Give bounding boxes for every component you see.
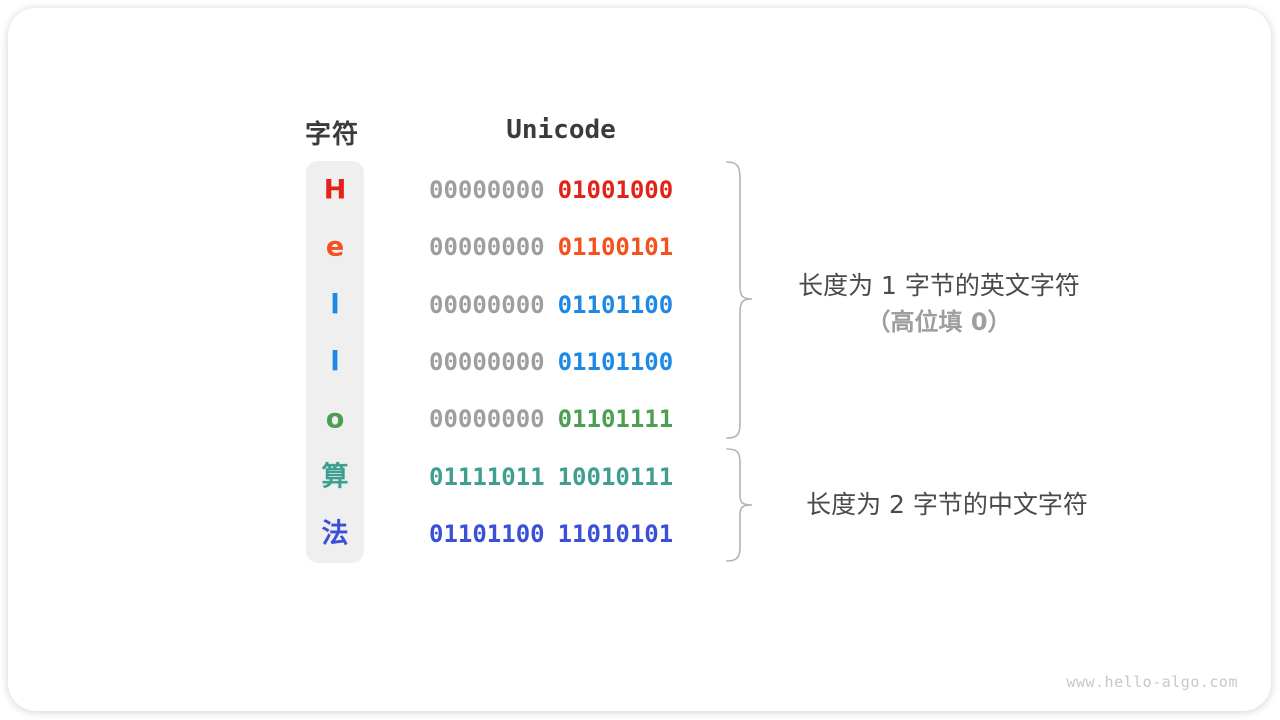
unicode-binary-cell: 00000000 01101100 [429, 350, 673, 374]
table-row: l 00000000 01101100 [0, 333, 760, 390]
char-cell: e [325, 231, 345, 263]
annotation-english-chars: 长度为 1 字节的英文字符 [798, 271, 1080, 300]
curly-brace-chinese-group-icon [726, 448, 753, 562]
byte-high: 00000000 [429, 233, 545, 262]
table-row: 法 01101100 11010101 [0, 506, 760, 563]
watermark: www.hello-algo.com [1066, 673, 1238, 691]
byte-high: 00000000 [429, 347, 545, 376]
unicode-binary-cell: 00000000 01001000 [429, 178, 673, 202]
byte-high: 01111011 [429, 462, 545, 491]
diagram-card [8, 8, 1271, 711]
table-row: o 00000000 01101111 [0, 391, 760, 448]
column-header-char: 字符 [304, 120, 359, 150]
byte-low: 01001000 [557, 175, 674, 204]
char-column-background [306, 161, 364, 563]
annotation-chinese-chars: 长度为 2 字节的中文字符 [806, 490, 1088, 519]
encoding-table: H 00000000 01001000 e 00000000 01100101 l … [0, 161, 760, 563]
table-row: H 00000000 01001000 [0, 161, 760, 218]
byte-high: 00000000 [429, 290, 545, 319]
byte-low: 10010111 [557, 462, 674, 491]
unicode-binary-cell: 01101100 11010101 [429, 522, 673, 546]
column-header-unicode: Unicode [506, 115, 616, 145]
byte-high: 01101100 [429, 520, 545, 549]
table-row: 算 01111011 10010111 [0, 448, 760, 505]
char-cell: H [323, 174, 347, 206]
annotation-english-chars-note: （高位填 0） [866, 308, 1012, 336]
char-cell: 法 [321, 518, 349, 550]
byte-low: 01101100 [557, 347, 674, 376]
table-row: l 00000000 01101100 [0, 276, 760, 333]
table-row: e 00000000 01100101 [0, 218, 760, 275]
char-cell: o [325, 403, 345, 435]
byte-low: 11010101 [557, 520, 674, 549]
byte-high: 00000000 [429, 175, 545, 204]
unicode-binary-cell: 00000000 01100101 [429, 235, 673, 259]
byte-low: 01101111 [557, 405, 674, 434]
byte-low: 01100101 [557, 233, 674, 262]
curly-brace-english-group-icon [726, 161, 753, 439]
unicode-binary-cell: 01111011 10010111 [429, 465, 673, 489]
byte-low: 01101100 [557, 290, 674, 319]
unicode-binary-cell: 00000000 01101100 [429, 293, 673, 317]
byte-high: 00000000 [429, 405, 545, 434]
unicode-binary-cell: 00000000 01101111 [429, 407, 673, 431]
char-cell: 算 [321, 461, 349, 493]
char-cell: l [330, 346, 340, 378]
char-cell: l [330, 289, 340, 321]
